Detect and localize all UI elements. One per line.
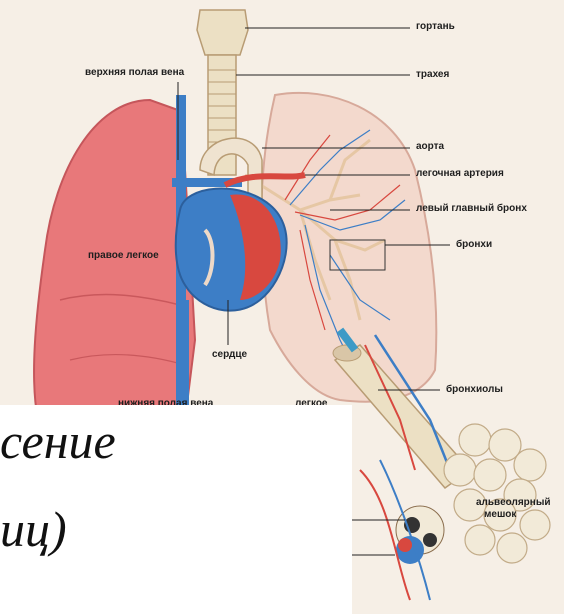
label-left-main-bronchus: левый главный бронх: [416, 203, 527, 214]
label-bronchioles: бронхиолы: [446, 384, 503, 395]
larynx: [197, 10, 248, 55]
label-pulmonary-artery: легочная артерия: [416, 168, 504, 179]
label-heart: сердце: [212, 349, 247, 360]
label-aorta: аорта: [416, 141, 444, 152]
label-alveolar-sac-2: мешок: [484, 509, 516, 520]
label-alveolar-sac: альвеолярный: [476, 497, 551, 508]
label-bronchi: бронхи: [456, 239, 492, 250]
overlay-text-line-1: сение: [0, 412, 116, 470]
inferior-vena-cava: [180, 300, 189, 410]
overlay-text-line-2: иц): [0, 500, 67, 558]
label-superior-vena-cava: верхняя полая вена: [85, 67, 184, 78]
label-larynx: гортань: [416, 21, 455, 32]
label-trachea: трахея: [416, 69, 449, 80]
label-right-lung: правое легкое: [88, 250, 159, 261]
